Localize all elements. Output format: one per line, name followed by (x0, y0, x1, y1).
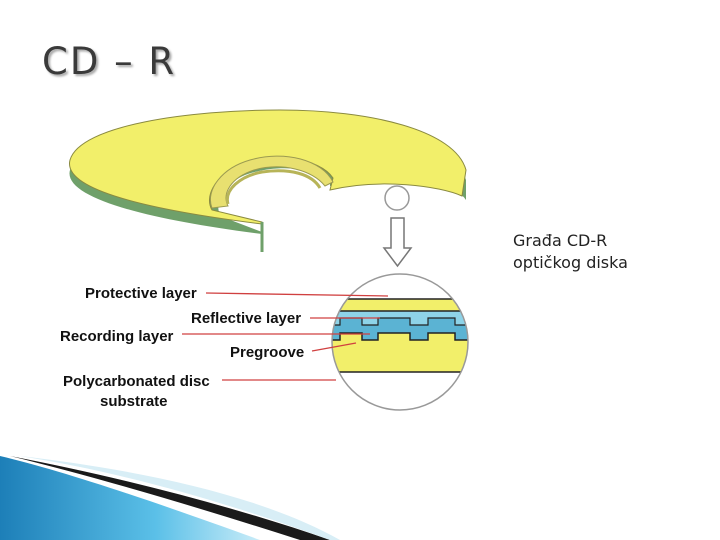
leader-lines (182, 292, 389, 381)
disc-hub-ring (210, 155, 334, 209)
label-recording-layer: Recording layer (60, 328, 174, 345)
down-arrow-icon (382, 217, 413, 268)
caption-line-1: Građa CD-R (513, 231, 608, 250)
label-reflective-layer: Reflective layer (191, 310, 301, 327)
label-protective-layer: Protective layer (85, 285, 197, 302)
leader-pregroove (311, 342, 357, 352)
caption-line-2: optičkog diska (513, 253, 628, 272)
layer-substrate (332, 333, 468, 372)
label-substrate-line1: Polycarbonated disc (63, 373, 210, 390)
zoom-pointer (382, 185, 413, 268)
cd-disc-illustration (69, 109, 467, 252)
zoom-spot (384, 185, 410, 211)
magnified-cross-section (331, 273, 469, 411)
slide-title: CD – R (42, 40, 177, 83)
disc-hub-inner (225, 169, 322, 205)
label-pregroove: Pregroove (230, 344, 304, 361)
leader-protective (205, 292, 389, 297)
caption: Građa CD-R optičkog diska (513, 230, 628, 274)
label-substrate-line2: substrate (100, 393, 168, 410)
layer-protective (332, 299, 468, 311)
